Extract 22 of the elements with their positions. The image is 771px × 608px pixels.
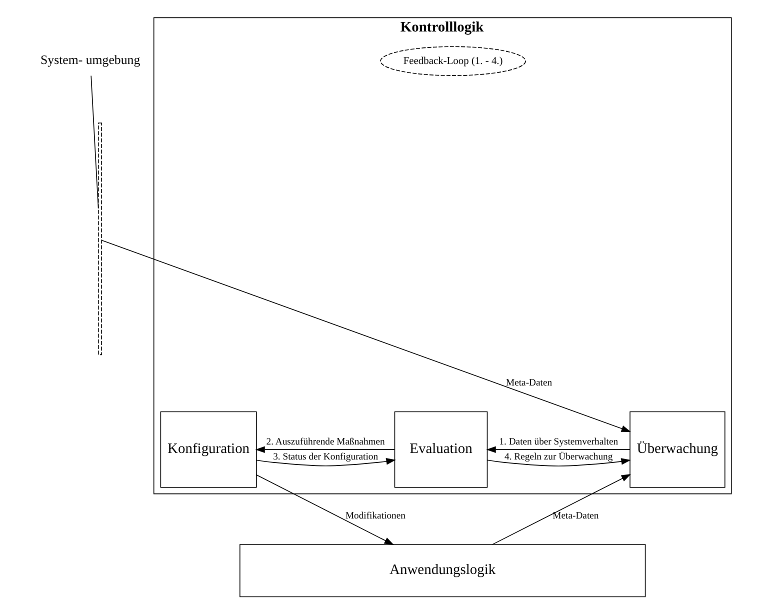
arrow <box>492 474 632 545</box>
node-ellipse: Feedback-Loop (1. - 4.) <box>380 46 526 76</box>
edge-label: Meta-Daten <box>552 510 599 522</box>
arrow <box>101 240 632 432</box>
arrow <box>487 458 631 466</box>
edge-label: 3. Status der Konfiguration <box>273 452 378 463</box>
connector <box>90 75 99 209</box>
edge-label: 4. Regeln zur Überwachung <box>504 452 613 463</box>
arrow <box>256 458 396 466</box>
edge-label: 2. Auszuführende Maßnahmen <box>266 436 385 448</box>
node-box: Überwachung <box>630 411 726 488</box>
node-box: Konfiguration <box>160 411 257 488</box>
edge-label: Meta-Daten <box>506 378 552 389</box>
edge-label: Modifikationen <box>345 510 406 522</box>
node-line <box>98 122 102 356</box>
node-box: Anwendungslogik <box>240 544 646 598</box>
node-text: System- umgebung <box>40 53 140 68</box>
node-box: Evaluation <box>394 411 488 488</box>
arrow <box>255 446 395 453</box>
arrow <box>486 446 630 453</box>
arrow <box>256 474 394 546</box>
edge-label: 1. Daten über Systemverhalten <box>499 436 618 448</box>
